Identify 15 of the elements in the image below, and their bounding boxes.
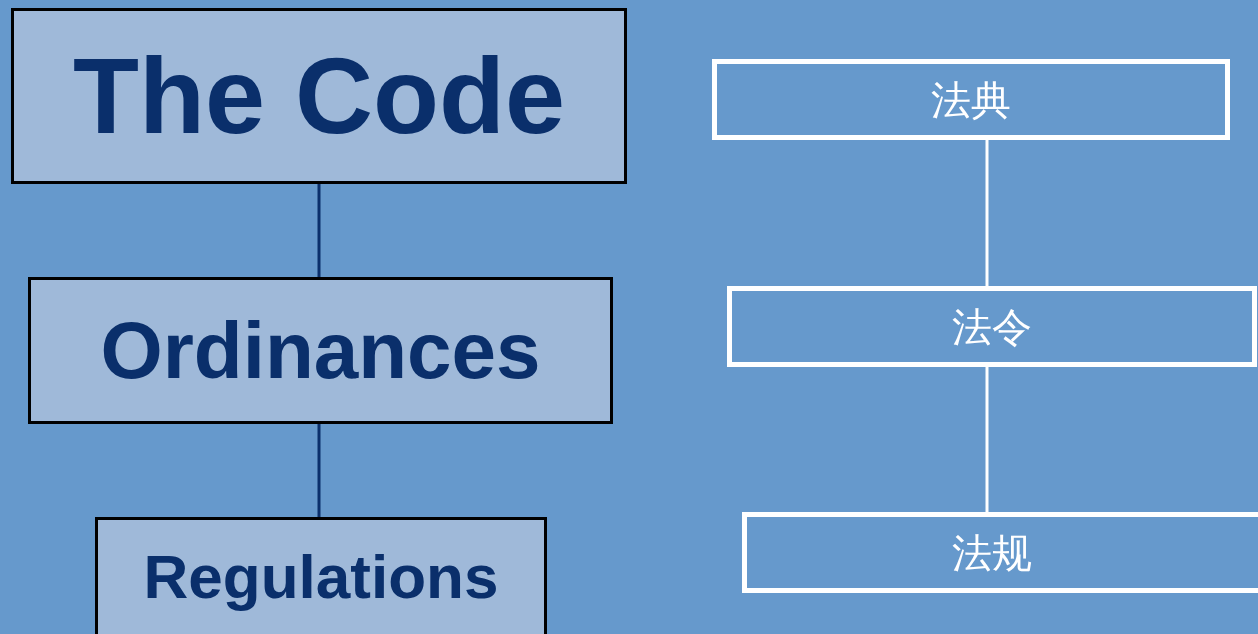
- level-box: [28, 277, 613, 424]
- level-box: [727, 286, 1257, 367]
- box-label: 法规: [952, 532, 1032, 573]
- connector-line: [317, 424, 321, 517]
- box-label: Ordinances: [100, 310, 541, 391]
- level-box: [95, 517, 547, 634]
- level-box: [712, 59, 1230, 140]
- connector-line: [985, 140, 989, 286]
- box-label: The Code: [73, 42, 565, 150]
- level-box: [742, 512, 1258, 593]
- connector-line: [317, 184, 321, 277]
- connector-line: [985, 367, 989, 512]
- title-box: [11, 8, 627, 184]
- box-label: 法令: [952, 306, 1032, 347]
- box-label: 法典: [931, 79, 1011, 120]
